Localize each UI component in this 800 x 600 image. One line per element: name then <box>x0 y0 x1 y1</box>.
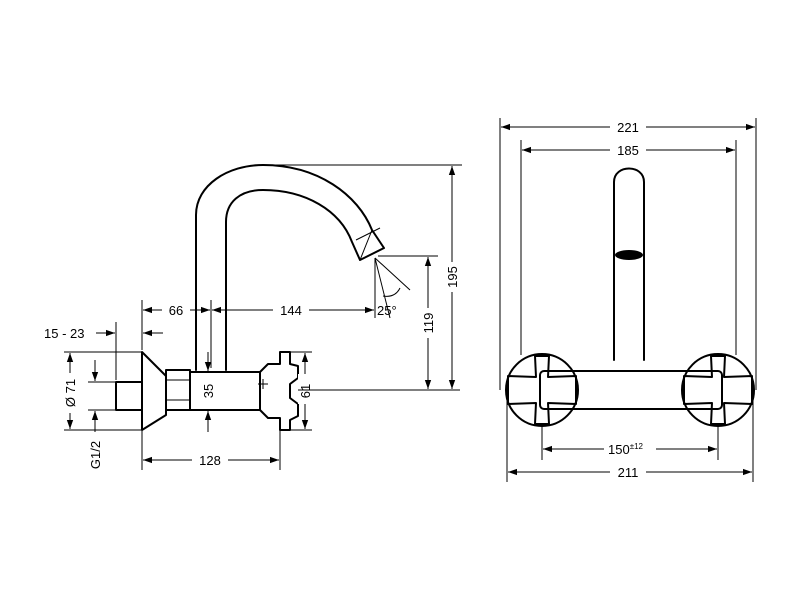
dimension-15-23: 15 - 23 <box>44 322 163 380</box>
cross-handle <box>259 351 299 431</box>
dimension-g1-2: G1/2 <box>88 360 116 469</box>
dimension-144: 144 <box>212 258 376 318</box>
dimension-211: 211 <box>506 395 754 482</box>
wall-flange <box>141 351 167 431</box>
label-221: 221 <box>617 120 639 135</box>
label-15-23: 15 - 23 <box>44 326 84 341</box>
label-150-value: 150 <box>608 442 630 457</box>
right-rosette <box>681 353 755 427</box>
dimension-119: 119 <box>298 255 460 391</box>
right-cross-handle <box>683 355 753 425</box>
left-cross-handle <box>507 355 577 425</box>
dimension-128: 128 <box>141 430 281 470</box>
hex-nut <box>165 369 191 411</box>
label-195: 195 <box>445 266 460 288</box>
valve-body <box>189 371 261 411</box>
dimension-66: 66 <box>141 300 212 368</box>
dimension-25deg: 25° <box>377 303 397 318</box>
dimension-185: 185 <box>520 140 737 355</box>
label-61: 61 <box>298 384 313 398</box>
label-150-tolerance: ±12 <box>630 442 644 451</box>
label-diameter-71: Ø 71 <box>63 379 78 407</box>
label-25deg: 25° <box>377 303 397 318</box>
dimension-195: 195 <box>264 164 462 389</box>
inlet-pipe <box>115 381 143 411</box>
aerator <box>615 250 643 260</box>
side-view <box>115 164 411 431</box>
dimension-61: 61 <box>290 351 313 431</box>
spout <box>195 164 385 371</box>
front-spout <box>613 167 645 361</box>
label-144: 144 <box>280 303 302 318</box>
left-rosette <box>505 353 579 427</box>
dimension-150: 150±12 <box>541 426 719 460</box>
dimension-diameter-71: Ø 71 <box>63 351 142 431</box>
label-g1-2: G1/2 <box>88 441 103 469</box>
front-view <box>505 167 755 427</box>
label-119: 119 <box>421 313 436 334</box>
label-35: 35 <box>201 384 216 398</box>
front-body <box>539 370 723 410</box>
label-66: 66 <box>169 303 183 318</box>
dimension-221: 221 <box>499 118 757 390</box>
label-211: 211 <box>618 465 639 480</box>
label-185: 185 <box>617 143 639 158</box>
dimension-35: 35 <box>201 352 216 432</box>
label-150: 150±12 <box>608 442 644 457</box>
label-128: 128 <box>199 453 221 468</box>
